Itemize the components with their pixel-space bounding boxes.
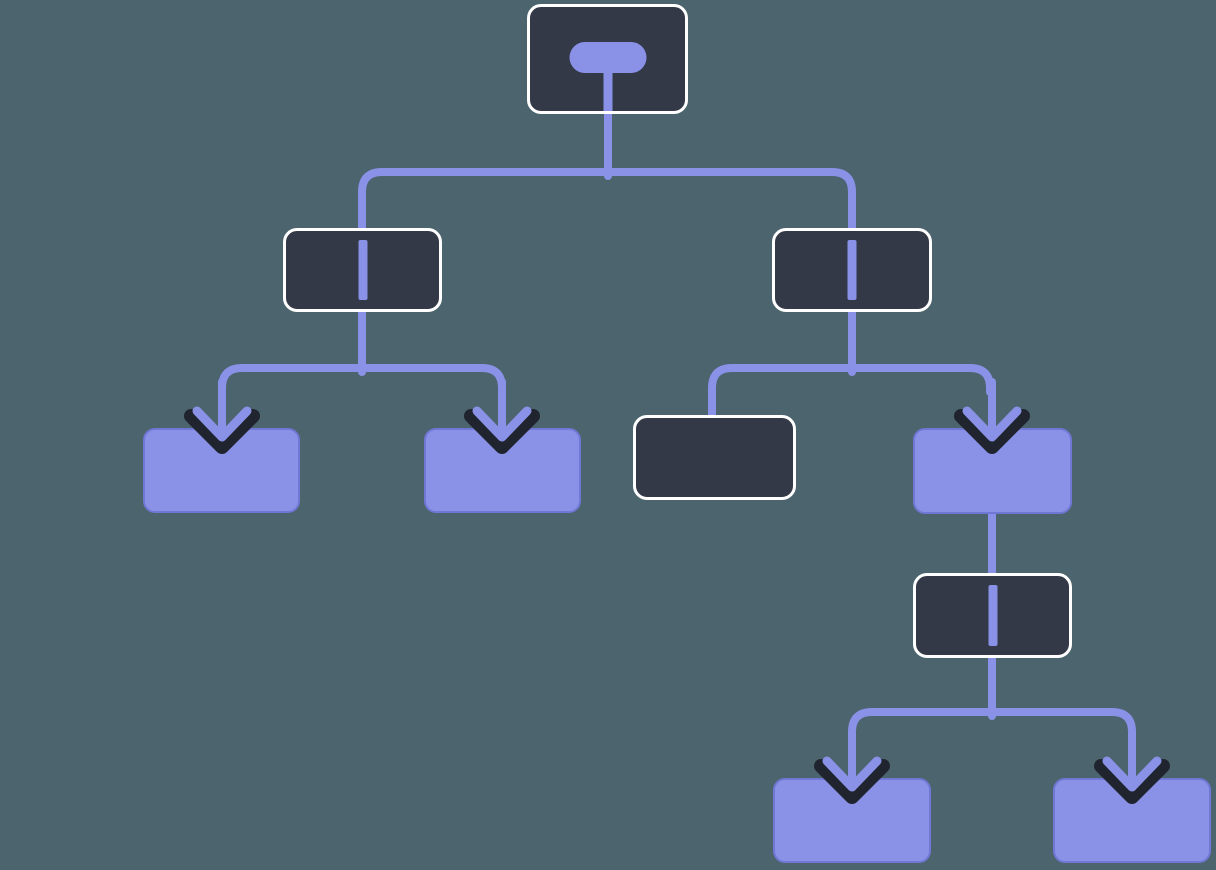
node-leaf-4[interactable] <box>773 778 931 863</box>
node-root[interactable] <box>527 4 688 114</box>
node-leaf-3[interactable] <box>913 428 1072 514</box>
node-dark-leaf[interactable] <box>633 415 796 500</box>
node-leaf-2[interactable] <box>424 428 581 513</box>
pill-stem-shape <box>603 69 612 111</box>
pill-placeholder-shape <box>569 42 646 73</box>
pass-through-line <box>358 240 367 300</box>
node-branch-left[interactable] <box>283 228 442 312</box>
pass-through-line <box>847 240 857 300</box>
node-leaf-5[interactable] <box>1053 778 1211 863</box>
connector-wire <box>218 364 506 396</box>
connector-wire <box>708 364 994 422</box>
pass-through-line <box>988 585 997 646</box>
node-branch-bottom[interactable] <box>913 573 1072 658</box>
node-leaf-1[interactable] <box>143 428 300 513</box>
connector-wire <box>358 168 856 236</box>
connector-wire <box>848 708 1136 746</box>
node-branch-right[interactable] <box>772 228 932 312</box>
